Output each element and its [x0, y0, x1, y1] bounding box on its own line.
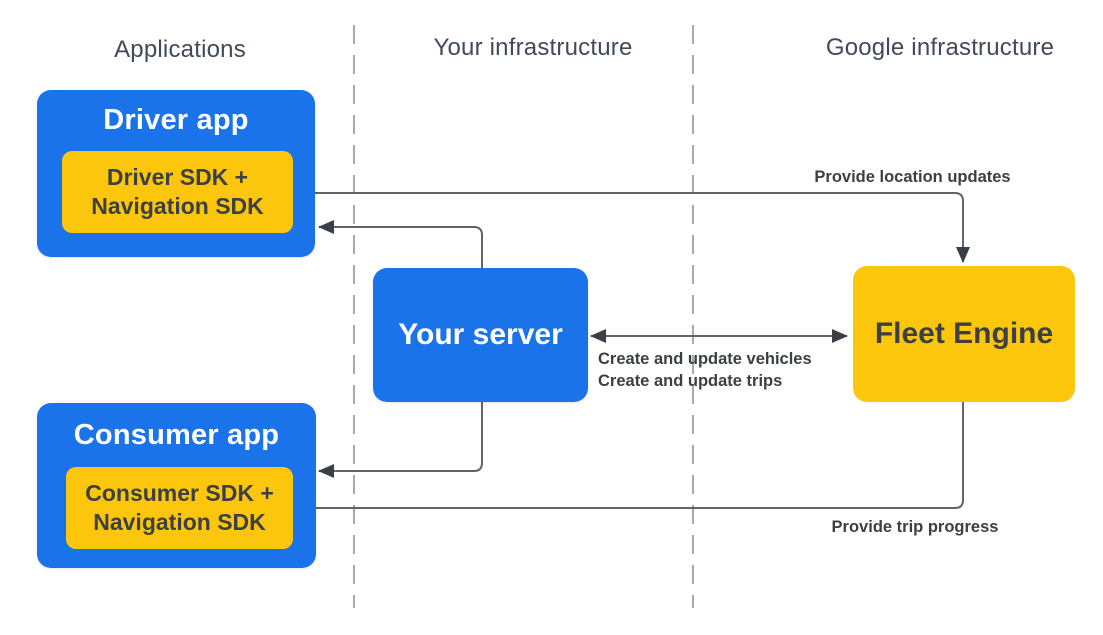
- label-provide-location-updates: Provide location updates: [814, 168, 1011, 186]
- arrow-location-updates: [293, 192, 970, 263]
- driver-app-box: Driver app Driver SDK + Navigation SDK: [37, 90, 315, 257]
- column-header-applications: Applications: [114, 36, 246, 63]
- fleet-engine-box: Fleet Engine: [853, 266, 1075, 402]
- consumer-sdk-line1: Consumer SDK +: [85, 480, 274, 506]
- label-create-and-update: Create and update vehicles Create and up…: [598, 348, 812, 392]
- driver-app-title: Driver app: [103, 104, 249, 136]
- arrow-server-to-consumer: [318, 402, 483, 478]
- consumer-sdk-box: Consumer SDK + Navigation SDK: [66, 467, 293, 549]
- column-header-google-infrastructure: Google infrastructure: [825, 34, 1055, 61]
- consumer-app-box: Consumer app Consumer SDK + Navigation S…: [37, 403, 316, 568]
- arrow-server-to-driver: [318, 220, 483, 268]
- label-create-update-vehicles: Create and update vehicles: [598, 350, 812, 368]
- label-provide-trip-progress: Provide trip progress: [831, 518, 999, 536]
- label-create-update-trips: Create and update trips: [598, 372, 783, 390]
- driver-sdk-line1: Driver SDK +: [106, 164, 249, 190]
- your-server-box: Your server: [373, 268, 588, 402]
- column-header-your-infrastructure: Your infrastructure: [433, 34, 633, 61]
- consumer-sdk-line2: Navigation SDK: [93, 509, 266, 535]
- arrow-trip-progress: [295, 402, 964, 515]
- driver-sdk-box: Driver SDK + Navigation SDK: [62, 151, 293, 233]
- consumer-app-title: Consumer app: [73, 418, 280, 451]
- driver-sdk-line2: Navigation SDK: [91, 193, 264, 219]
